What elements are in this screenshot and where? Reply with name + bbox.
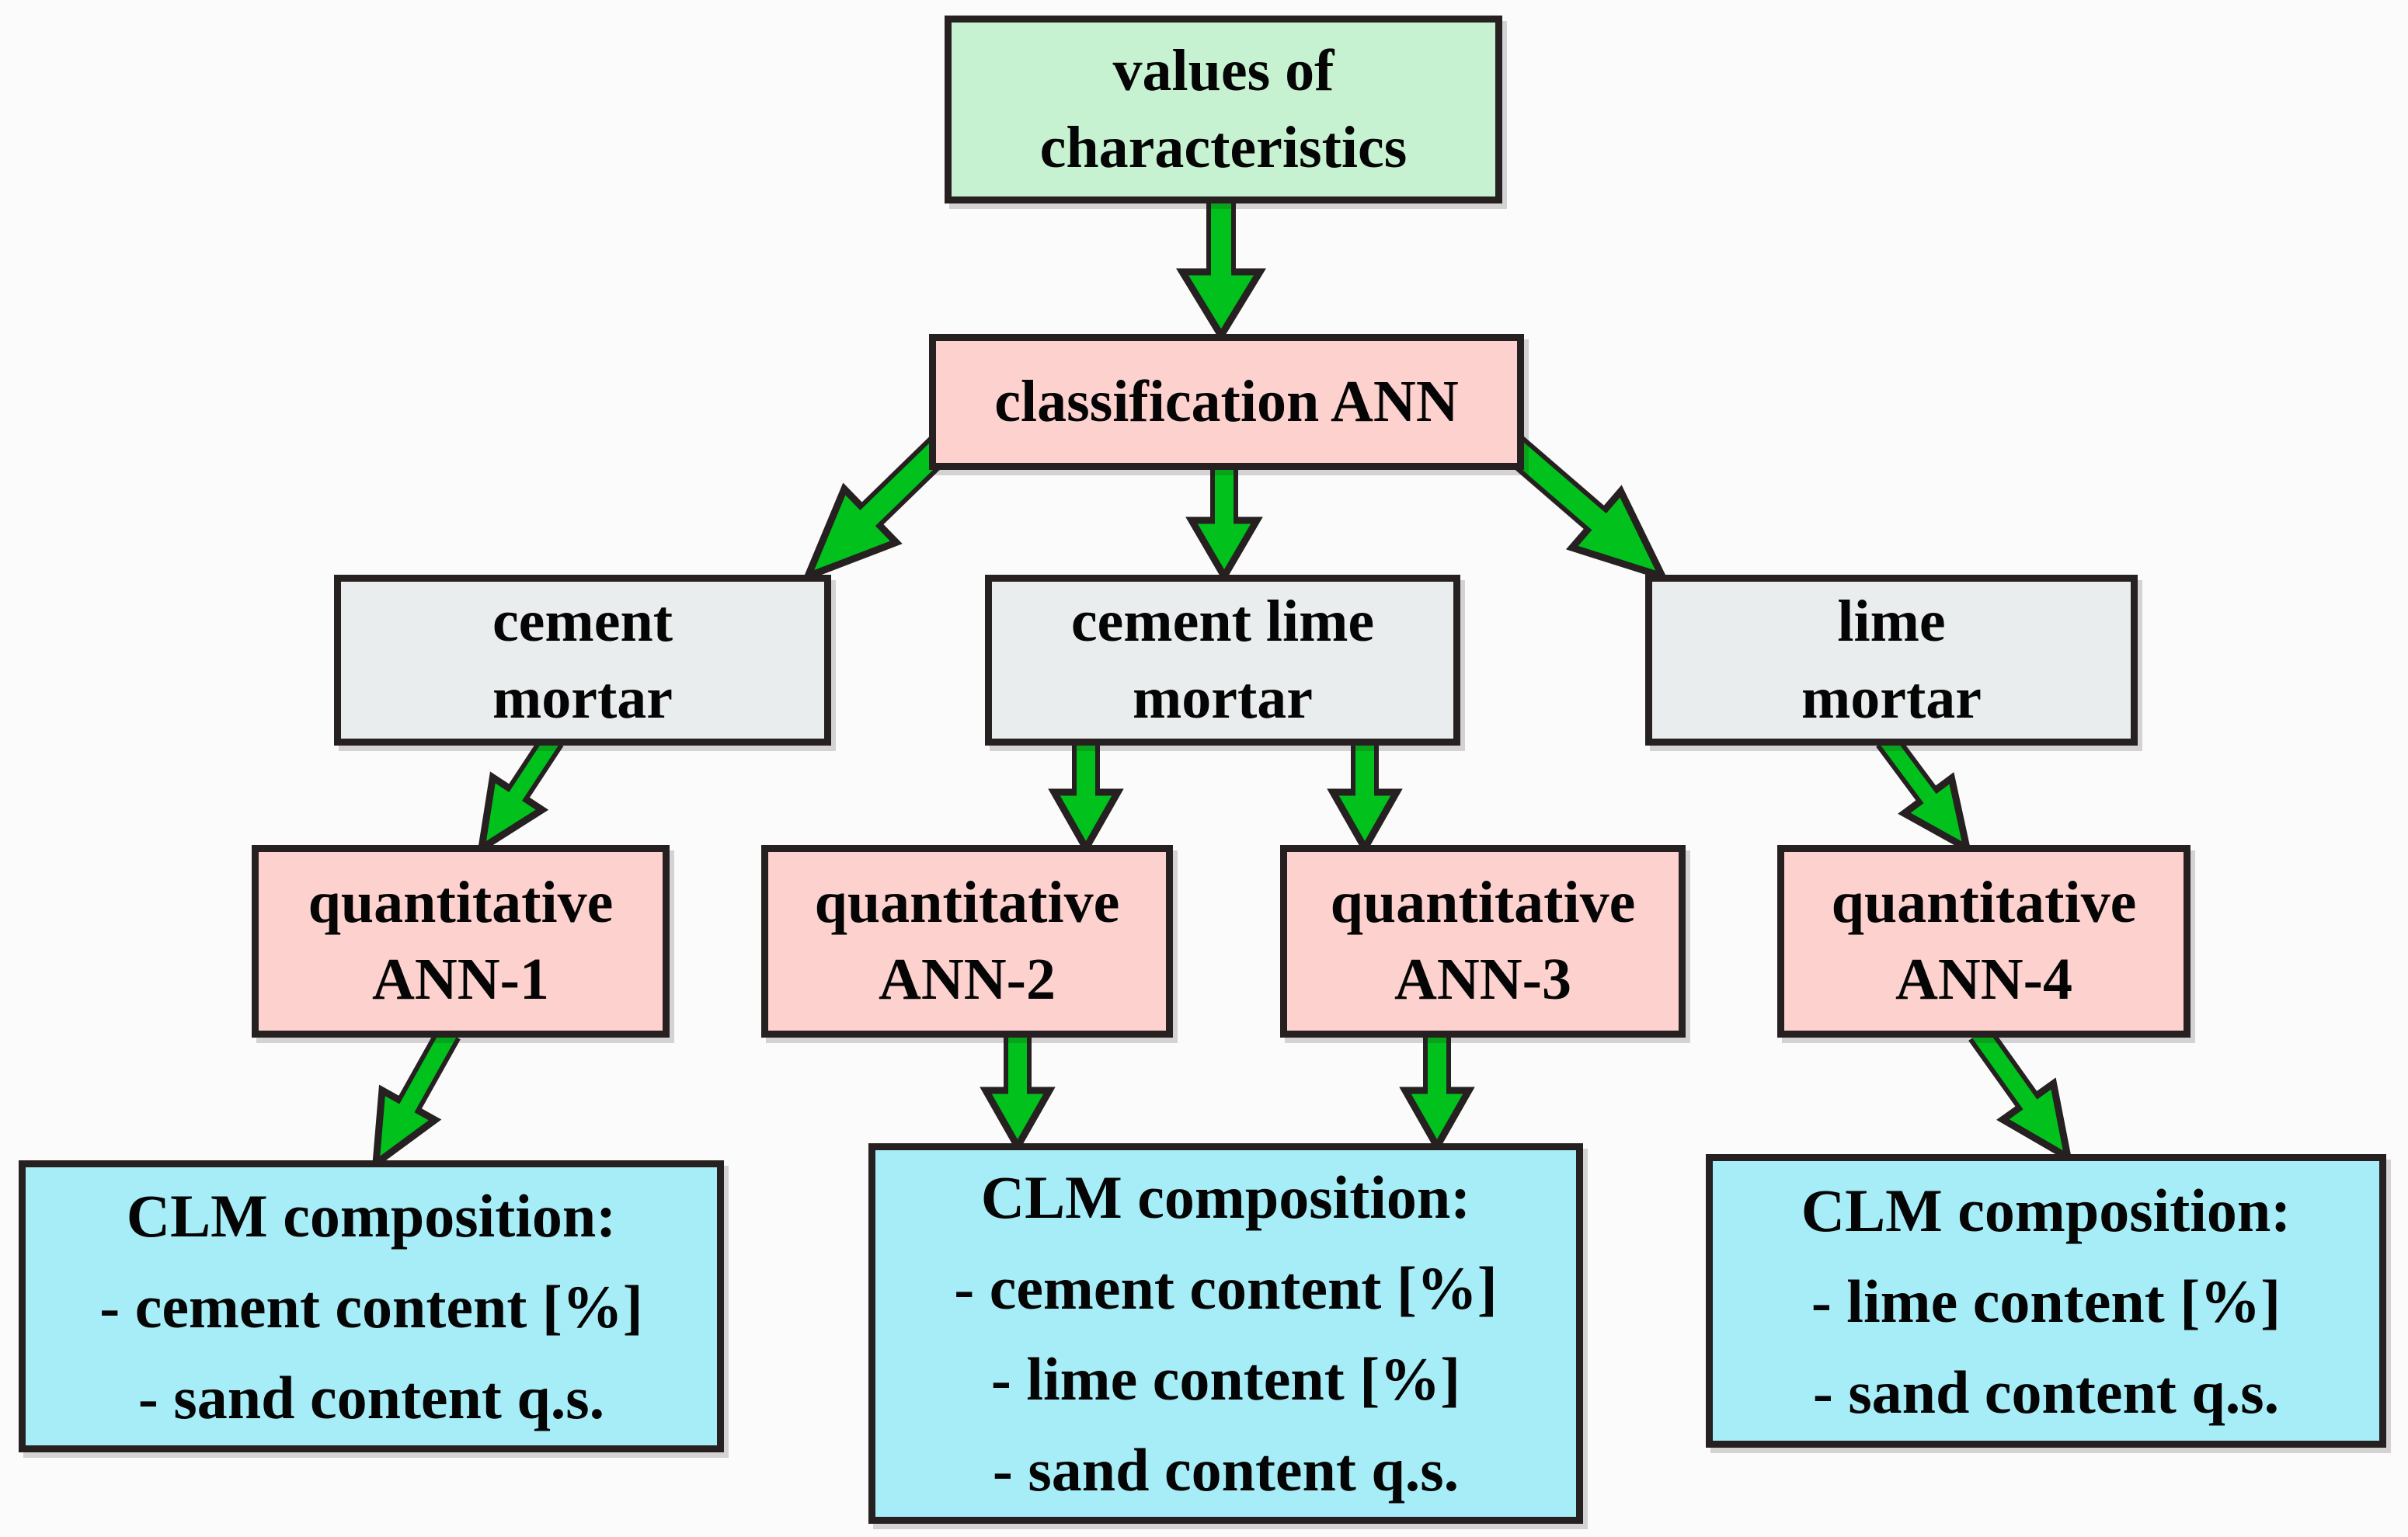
node-quantitative-ann1: quantitative ANN-1 [252,845,670,1038]
node-quantitative-ann3: quantitative ANN-3 [1280,845,1686,1038]
arrow-ann4-to-output-lime [1968,1025,2073,1164]
node-lime-mortar: lime mortar [1645,575,2138,746]
arrow-cement-mortar-to-ann1 [477,732,564,856]
node-values-of-characteristics: values of characteristics [945,16,1502,203]
arrow-cement-lime-mortar-to-ann3 [1327,739,1403,856]
node-cement-lime-mortar: cement lime mortar [985,575,1460,746]
node-clm-composition-cement: CLM composition: - cement content [%] - … [19,1160,724,1452]
node-clm-composition-lime: CLM composition: - lime content [%] - sa… [1706,1154,2386,1448]
node-cement-mortar: cement mortar [334,575,831,746]
node-clm-composition-cement-lime: CLM composition: - cement content [%] - … [868,1143,1583,1524]
node-classification-ann: classification ANN [929,334,1524,470]
arrow-classification-to-cement-mortar [801,433,955,582]
arrow-ann2-to-output-cement-lime [980,1033,1056,1154]
node-quantitative-ann2: quantitative ANN-2 [761,845,1173,1038]
arrow-cement-lime-mortar-to-ann2 [1048,739,1124,856]
arrow-classification-to-lime-mortar [1498,432,1669,582]
arrow-ann1-to-output-cement [371,1026,461,1171]
node-quantitative-ann4: quantitative ANN-4 [1777,845,2191,1038]
arrow-values-to-classification [1175,194,1267,343]
arrow-classification-to-cement-lime-mortar [1185,464,1263,583]
arrow-lime-mortar-to-ann4 [1876,732,1972,855]
arrow-ann3-to-output-cement-lime [1399,1033,1475,1154]
